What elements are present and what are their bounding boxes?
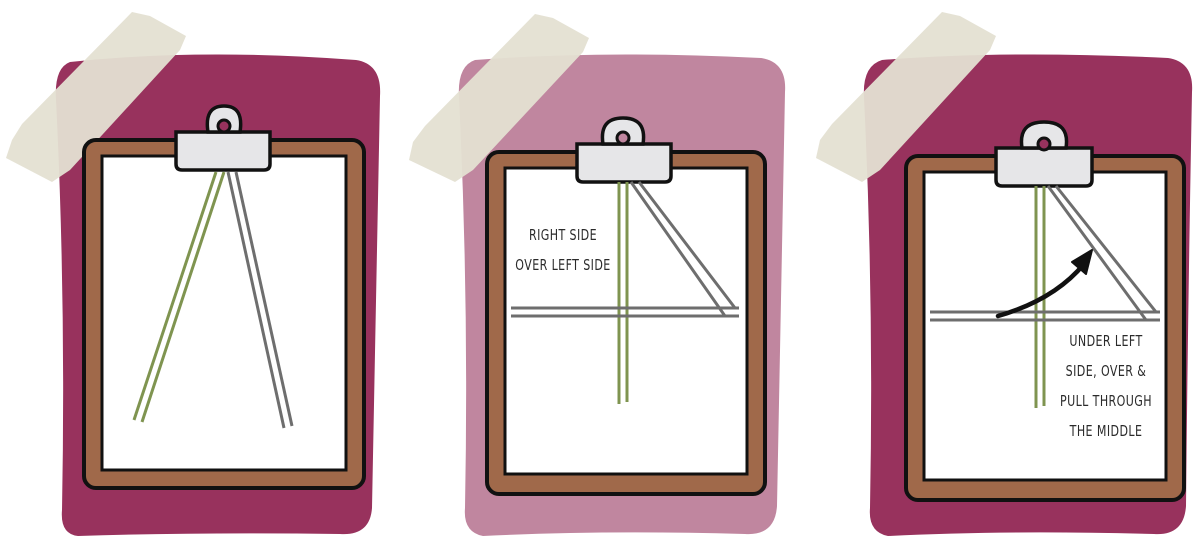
caption-line: PULL THROUGH [1049,386,1164,416]
panel-step-1 [0,0,398,538]
step-2-caption: RIGHT SIDE OVER LEFT SIDE [506,220,621,280]
caption-line: UNDER LEFT [1049,326,1164,356]
clipboard-paper [102,156,346,470]
panel-step-2: RIGHT SIDE OVER LEFT SIDE [403,0,801,538]
panel-1-illustration [0,0,398,538]
panel-step-3: UNDER LEFT SIDE, OVER & PULL THROUGH THE… [806,0,1195,538]
caption-line: THE MIDDLE [1049,416,1164,446]
panel-3-illustration [806,0,1195,538]
step-3-caption: UNDER LEFT SIDE, OVER & PULL THROUGH THE… [1049,326,1164,446]
caption-line: SIDE, OVER & [1049,356,1164,386]
caption-line: RIGHT SIDE [506,220,621,250]
caption-line: OVER LEFT SIDE [506,250,621,280]
